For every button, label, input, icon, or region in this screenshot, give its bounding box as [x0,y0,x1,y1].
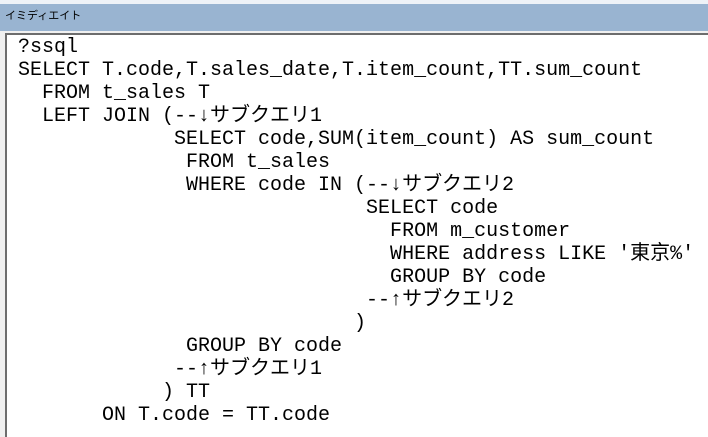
code-line: FROM t_sales T [18,82,211,105]
code-line: WHERE code IN (--↓サブクエリ2 [18,174,515,197]
code-line: WHERE address LIKE '東京%' [18,243,695,266]
code-line: ?ssql [18,36,79,59]
code-line: FROM m_customer [18,220,571,243]
code-line: SELECT T.code,T.sales_date,T.item_count,… [18,59,643,82]
code-line: --↑サブクエリ2 [18,289,515,312]
code-line: ON T.code = TT.code [18,404,331,427]
code-line: FROM t_sales [18,151,331,174]
code-line: ) TT [18,381,211,404]
code-line: SELECT code,SUM(item_count) AS sum_count [18,128,655,151]
code-line: GROUP BY code [18,266,547,289]
window-title: イミディエイト [5,9,82,22]
immediate-window-titlebar[interactable]: イミディエイト [0,0,708,31]
code-line: GROUP BY code [18,335,343,358]
code-line: SELECT code [18,197,499,220]
code-line: LEFT JOIN (--↓サブクエリ1 [18,105,323,128]
code-line: --↑サブクエリ1 [18,358,323,381]
code-line: ) [18,312,367,335]
